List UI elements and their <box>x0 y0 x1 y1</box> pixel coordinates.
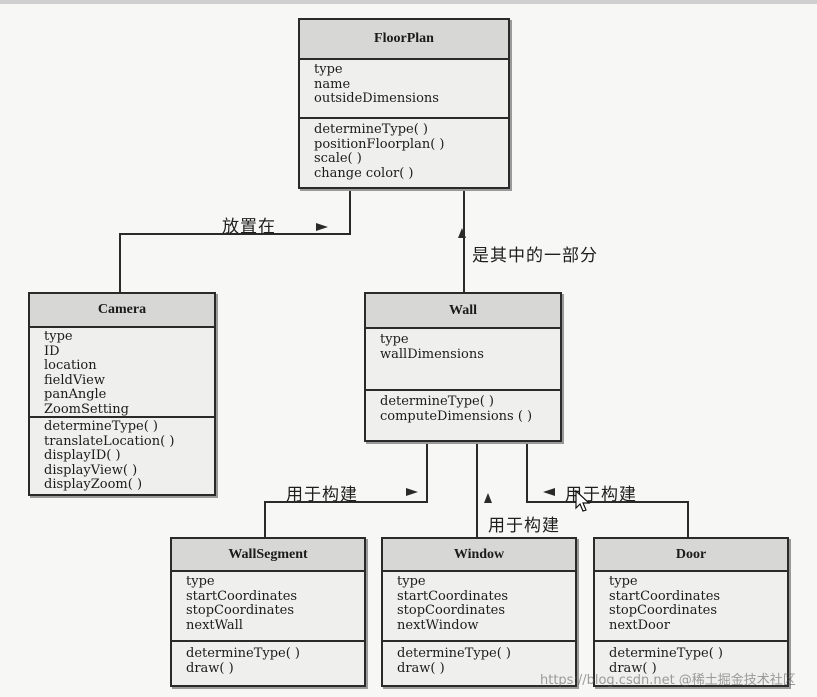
attribute: stopCoordinates <box>609 603 718 618</box>
class-name-window: Window <box>383 539 575 572</box>
top-strip <box>0 0 817 4</box>
arrow-right-icon <box>406 488 418 496</box>
class-name-floorplan: FloorPlan <box>300 20 508 60</box>
attribute: fieldView <box>44 372 105 388</box>
attribute: type <box>380 332 409 347</box>
attributes-wallsegment: type startCoordinates stopCoordinates ne… <box>172 572 364 642</box>
attribute: name <box>314 76 351 92</box>
method: displayZoom( ) <box>44 477 143 492</box>
attribute: type <box>186 574 215 589</box>
arrow-up-icon <box>458 228 466 238</box>
methods-window: determineType( ) draw( ) <box>383 642 575 676</box>
relation-label-wall-floorplan: 是其中的一部分 <box>472 246 598 266</box>
method: draw( ) <box>186 660 234 676</box>
method: determineType( ) <box>380 394 495 409</box>
arrow-left-icon <box>543 488 555 496</box>
class-name-wall: Wall <box>366 294 560 329</box>
attribute: startCoordinates <box>609 588 721 604</box>
method: positionFloorplan( ) <box>314 136 445 152</box>
line-wallsegment-wall <box>264 442 428 537</box>
attribute: startCoordinates <box>186 588 298 604</box>
method: determineType( ) <box>186 646 301 661</box>
methods-wallsegment: determineType( ) draw( ) <box>172 642 364 676</box>
relation-label-wallsegment-wall: 用于构建 <box>286 485 358 505</box>
methods-door: determineType( ) draw( ) <box>595 642 787 676</box>
method: determineType( ) <box>44 419 159 434</box>
attribute: outsideDimensions <box>314 91 439 106</box>
attribute: type <box>314 62 343 77</box>
attribute: stopCoordinates <box>397 603 506 618</box>
class-window: Window type startCoordinates stopCoordin… <box>381 537 577 687</box>
attributes-floorplan: type name outsideDimensions <box>300 60 508 119</box>
class-door: Door type startCoordinates stopCoordinat… <box>593 537 789 687</box>
relation-label-window-wall: 用于构建 <box>488 516 560 536</box>
method: determineType( ) <box>609 646 724 661</box>
class-wallsegment: WallSegment type startCoordinates stopCo… <box>170 537 366 687</box>
line-camera-floorplan <box>119 188 351 292</box>
method: scale( ) <box>314 151 362 166</box>
attribute: type <box>609 574 638 589</box>
attributes-door: type startCoordinates stopCoordinates ne… <box>595 572 787 642</box>
method: computeDimensions ( ) <box>380 408 533 424</box>
attribute: panAngle <box>44 387 107 402</box>
method: determineType( ) <box>314 122 429 137</box>
method: displayView( ) <box>44 462 138 478</box>
arrow-right-icon <box>316 223 328 231</box>
relation-label-camera-floorplan: 放置在 <box>222 217 276 237</box>
method: change color( ) <box>314 165 414 181</box>
methods-floorplan: determineType( ) positionFloorplan( ) sc… <box>300 119 508 181</box>
method: draw( ) <box>609 660 657 676</box>
class-camera: Camera type ID location fieldView panAng… <box>28 292 216 496</box>
class-name-wallsegment: WallSegment <box>172 539 364 572</box>
attribute: location <box>44 358 97 373</box>
attribute: nextDoor <box>609 617 670 633</box>
mouse-pointer-icon <box>575 490 591 512</box>
attribute: startCoordinates <box>397 588 509 604</box>
attributes-wall: type wallDimensions <box>366 329 560 391</box>
attribute: nextWindow <box>397 617 479 633</box>
arrow-up-icon <box>484 493 492 503</box>
attribute: ID <box>44 343 60 359</box>
method: translateLocation( ) <box>44 433 175 449</box>
method: draw( ) <box>397 660 445 676</box>
watermark: https://blog.csdn.net @稀土掘金技术社区 <box>540 673 796 688</box>
attribute: nextWall <box>186 617 243 633</box>
attributes-window: type startCoordinates stopCoordinates ne… <box>383 572 575 642</box>
line-door-wall <box>526 442 689 537</box>
methods-camera: determineType( ) translateLocation( ) di… <box>30 418 214 493</box>
class-floorplan: FloorPlan type name outsideDimensions de… <box>298 18 510 189</box>
class-name-camera: Camera <box>30 294 214 328</box>
attribute: type <box>44 329 73 344</box>
attribute: ZoomSetting <box>44 401 129 417</box>
class-wall: Wall type wallDimensions determineType( … <box>364 292 562 442</box>
methods-wall: determineType( ) computeDimensions ( ) <box>366 391 560 424</box>
class-name-door: Door <box>595 539 787 572</box>
attribute: stopCoordinates <box>186 603 295 618</box>
method: displayID( ) <box>44 448 121 463</box>
attribute: wallDimensions <box>380 346 484 362</box>
attribute: type <box>397 574 426 589</box>
attributes-camera: type ID location fieldView panAngle Zoom… <box>30 328 214 418</box>
method: determineType( ) <box>397 646 512 661</box>
